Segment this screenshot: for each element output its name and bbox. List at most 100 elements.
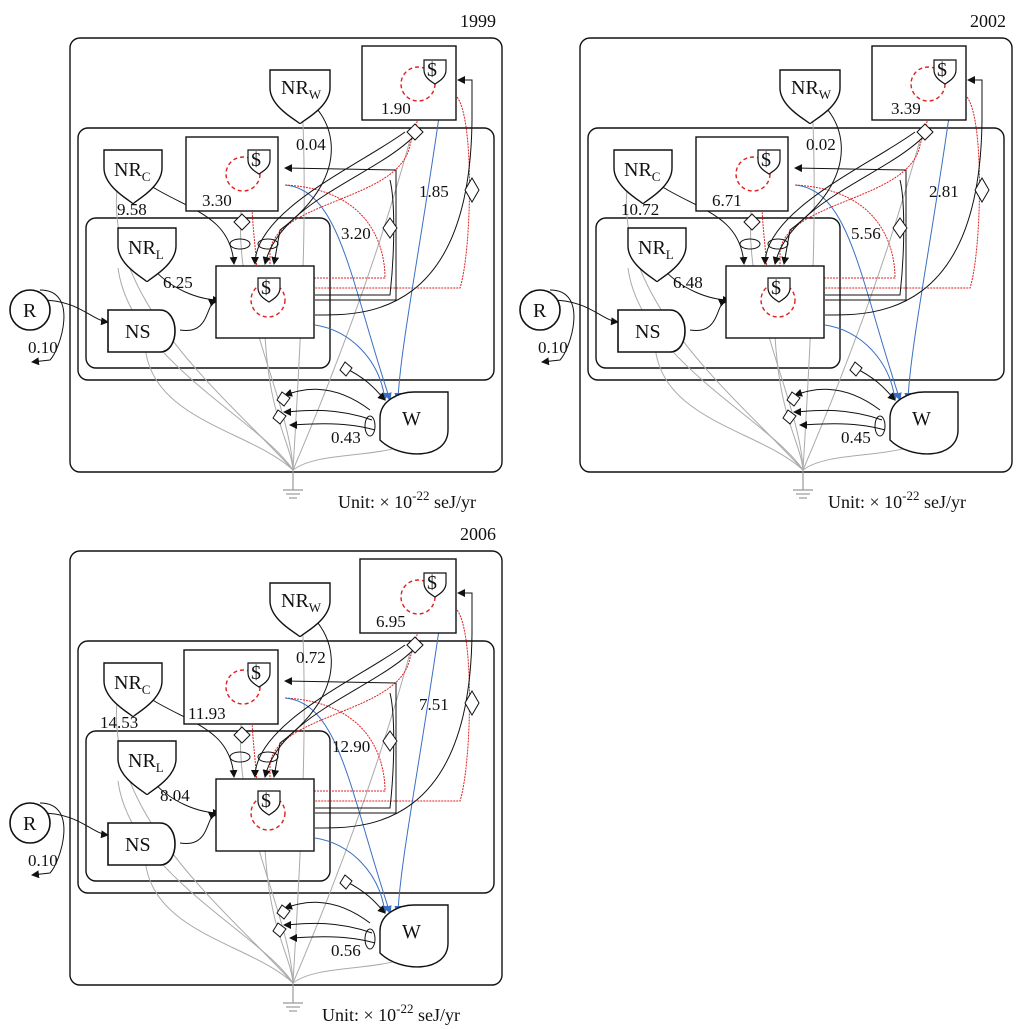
value-city-box: 3.30 xyxy=(202,191,232,210)
source-nr-w: NRW xyxy=(269,582,331,638)
svg-text:NS: NS xyxy=(635,321,661,343)
value-nr-c: 10.72 xyxy=(621,200,659,219)
value-region-box: 1.90 xyxy=(381,99,411,118)
value-r-out: 0.10 xyxy=(28,338,58,357)
value-w-loop: 0.43 xyxy=(331,428,361,447)
ground-sink-icon xyxy=(793,470,813,499)
panel-1999: 1999 xyxy=(9,11,503,512)
money-node-local: $ xyxy=(215,778,315,852)
unit-label: Unit: × 10-22 seJ/yr xyxy=(338,488,476,512)
dollar-icon: $ xyxy=(427,59,437,81)
value-flow-mid: 12.90 xyxy=(332,737,370,756)
svg-text:W: W xyxy=(402,408,421,430)
svg-text:NRL: NRL xyxy=(128,750,164,775)
value-nr-l: 6.48 xyxy=(673,273,703,292)
value-city-box: 11.93 xyxy=(188,704,226,723)
exchange-diamonds xyxy=(743,123,990,239)
dollar-icon: $ xyxy=(427,572,437,594)
waste-node-w: W xyxy=(889,391,959,455)
interaction-switches xyxy=(229,751,376,950)
unit-label: Unit: × 10-22 seJ/yr xyxy=(322,1001,460,1025)
dollar-icon: $ xyxy=(261,790,271,812)
unit-label: Unit: × 10-22 seJ/yr xyxy=(828,488,966,512)
source-nr-c: NRC xyxy=(103,662,163,718)
value-r-out: 0.10 xyxy=(28,851,58,870)
svg-text:R: R xyxy=(23,300,37,322)
svg-text:NRC: NRC xyxy=(624,159,660,184)
svg-text:NS: NS xyxy=(125,834,151,856)
money-node-city: $ xyxy=(695,136,789,212)
waste-node-w: W xyxy=(379,391,449,455)
source-nr-l: NRL xyxy=(627,227,687,283)
value-nr-c: 9.58 xyxy=(117,200,147,219)
value-w-loop: 0.56 xyxy=(331,941,361,960)
money-node-city: $ xyxy=(183,649,279,725)
energy-flows xyxy=(541,76,983,431)
svg-text:NRW: NRW xyxy=(281,590,322,615)
money-node-regional: $ xyxy=(871,45,967,121)
year-label: 2002 xyxy=(970,11,1006,31)
interaction-switches xyxy=(229,238,376,437)
dollar-icon: $ xyxy=(761,149,771,171)
city-boundary xyxy=(77,127,495,381)
value-city-box: 6.71 xyxy=(712,191,742,210)
waste-flows xyxy=(284,622,441,914)
ground-sink-icon xyxy=(283,983,303,1012)
svg-text:NRW: NRW xyxy=(281,77,322,102)
system-boundary xyxy=(69,550,503,986)
value-flow-mid: 3.20 xyxy=(341,224,371,243)
svg-text:R: R xyxy=(533,300,547,322)
money-node-local: $ xyxy=(215,265,315,339)
value-nr-c: 14.53 xyxy=(100,713,138,732)
source-nr-c: NRC xyxy=(103,149,163,205)
dollar-icon: $ xyxy=(261,277,271,299)
money-node-local: $ xyxy=(725,265,825,339)
source-nr-l: NRL xyxy=(117,227,177,283)
value-region-box: 6.95 xyxy=(376,612,406,631)
svg-text:NRL: NRL xyxy=(128,237,164,262)
interaction-switches xyxy=(739,238,886,437)
source-nr-l: NRL xyxy=(117,740,177,796)
value-nr-l: 6.25 xyxy=(163,273,193,292)
system-boundary xyxy=(69,37,503,473)
svg-text:R: R xyxy=(23,813,37,835)
money-node-regional: $ xyxy=(359,558,457,634)
city-boundary xyxy=(77,640,495,894)
money-node-city: $ xyxy=(185,136,279,212)
city-boundary xyxy=(587,127,1005,381)
value-r-out: 0.10 xyxy=(538,338,568,357)
system-boundary xyxy=(579,37,1013,473)
source-r: R xyxy=(9,289,51,331)
svg-text:NRW: NRW xyxy=(791,77,832,102)
exchange-diamonds xyxy=(233,123,480,239)
ground-sink-icon xyxy=(283,470,303,499)
svg-text:W: W xyxy=(402,921,421,943)
waste-node-w: W xyxy=(379,904,449,968)
value-nr-l: 8.04 xyxy=(160,786,190,805)
dollar-icon: $ xyxy=(937,59,947,81)
money-node-regional: $ xyxy=(361,45,457,121)
heat-tap-icons xyxy=(272,361,353,425)
panel-2006: 2006 xyxy=(9,524,503,1025)
svg-text:NS: NS xyxy=(125,321,151,343)
source-r: R xyxy=(519,289,561,331)
panel-2002: 2002 xyxy=(519,11,1013,512)
value-w-loop: 0.45 xyxy=(841,428,871,447)
value-flow-right: 1.85 xyxy=(419,182,449,201)
svg-text:NRC: NRC xyxy=(114,159,150,184)
dollar-icon: $ xyxy=(251,149,261,171)
value-flow-right: 2.81 xyxy=(929,182,959,201)
year-label: 1999 xyxy=(460,11,496,31)
source-nr-w: NRW xyxy=(779,69,841,125)
value-region-box: 3.39 xyxy=(891,99,921,118)
storage-ns: NS xyxy=(107,822,176,866)
exchange-diamonds xyxy=(233,636,480,752)
source-nr-w: NRW xyxy=(269,69,331,125)
value-flow-mid: 5.56 xyxy=(851,224,881,243)
value-nr-w: 0.72 xyxy=(296,648,326,667)
source-nr-c: NRC xyxy=(613,149,673,205)
source-r: R xyxy=(9,802,51,844)
value-nr-w: 0.02 xyxy=(806,135,836,154)
energy-flows xyxy=(31,589,473,944)
svg-text:NRL: NRL xyxy=(638,237,674,262)
